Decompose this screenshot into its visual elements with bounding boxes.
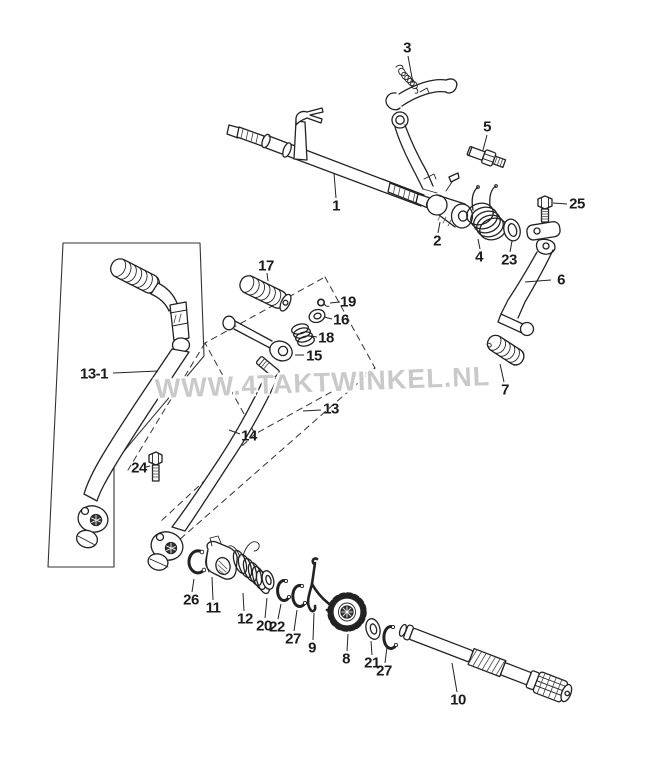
leader-line-3 [407, 55, 414, 84]
leader-line-16 [323, 316, 333, 320]
part-11-kick-ratchet [205, 535, 238, 580]
part-16-washer [308, 308, 326, 324]
leader-line-17 [266, 272, 269, 282]
leader-line-14 [228, 429, 241, 435]
leader-line-9 [312, 612, 315, 641]
leader-line-12 [242, 592, 245, 612]
part-20-washer [261, 570, 275, 590]
part-24-bolt [148, 451, 163, 482]
leader-line-1 [333, 172, 337, 199]
part-17-kick-pedal-rubber [239, 275, 292, 312]
leader-line-19 [329, 301, 341, 304]
part-2-stopper-boss [426, 172, 474, 229]
part-22-circlip [276, 578, 292, 602]
leader-line-4 [477, 238, 481, 250]
leader-line-13-1 [112, 370, 159, 374]
part-21-washer [365, 618, 381, 640]
solid-box-outline [47, 242, 205, 568]
part-19-clip [316, 298, 330, 307]
part-1-shift-arm-pawl [385, 78, 458, 194]
leader-line-13 [302, 409, 322, 412]
leader-line-2 [437, 221, 441, 234]
part-7-pedal-rubber [486, 334, 525, 366]
leader-line-26 [191, 578, 195, 593]
leader-line-7 [499, 363, 505, 383]
part-25-bolt [537, 195, 553, 223]
part-27a-circlip [291, 583, 308, 608]
leader-line-20 [264, 597, 268, 619]
leader-line-27a [293, 609, 298, 632]
leader-line-22 [277, 603, 282, 620]
leader-line-23 [509, 240, 513, 253]
leader-line-27b [384, 646, 388, 664]
part-8-kick-starter-gear [327, 592, 367, 632]
part-27b-circlip [382, 624, 399, 650]
leader-line-18 [310, 335, 318, 338]
part-6-gearchange-pedal [497, 221, 561, 337]
leader-line-24 [145, 465, 151, 468]
leader-line-10 [451, 662, 458, 693]
part-15-joint-bolt [222, 315, 293, 362]
part-13-1-kick-starter-arm [75, 258, 191, 549]
part-3-pawl-spring [395, 64, 419, 94]
leader-line-25 [552, 202, 568, 205]
leader-line-21 [370, 640, 373, 656]
part-26-circlip [187, 549, 207, 575]
part-18-joint-spring [291, 323, 315, 347]
part-23-washer [503, 218, 521, 242]
leader-line-8 [346, 633, 349, 652]
leader-line-11 [211, 576, 214, 601]
part-5-adjusting-bolt [466, 145, 507, 168]
leader-line-6 [524, 279, 552, 283]
part-14-kick-starter-arm [147, 356, 280, 571]
leader-line-5 [482, 134, 488, 151]
part-10-kick-starter-shaft [398, 623, 573, 703]
